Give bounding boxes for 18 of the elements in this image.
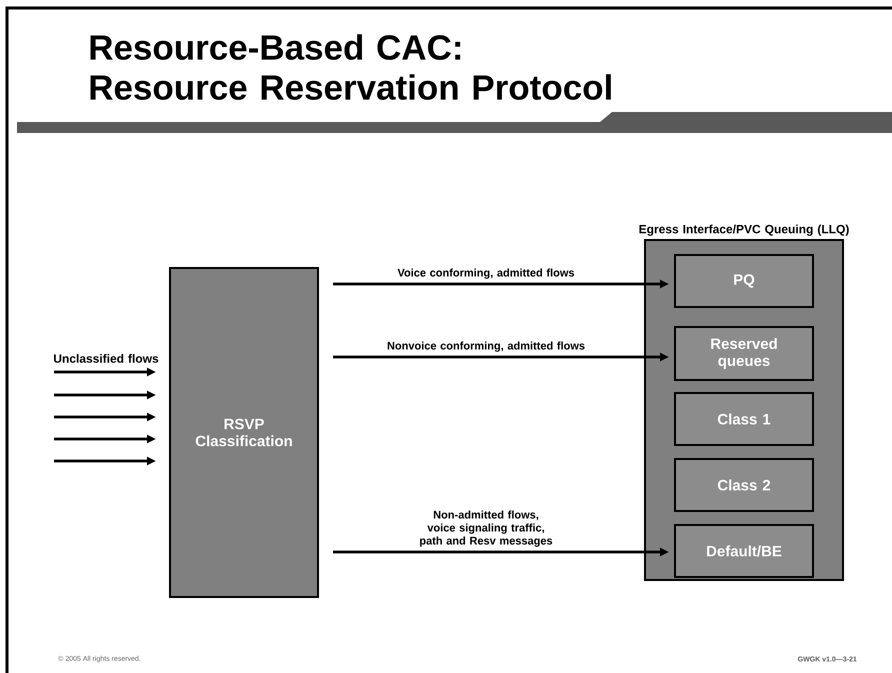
box-heading: Egress Interface/PVC Queuing (LLQ) — [639, 224, 849, 236]
queue-box — [674, 458, 814, 512]
queue-box — [674, 326, 814, 381]
classifier-box — [169, 267, 319, 598]
box-label: Default/BE — [707, 545, 782, 557]
box-label: Class 1 — [718, 414, 770, 424]
box-label: PQ — [734, 274, 754, 288]
edge-label: Voice conforming, admitted flows — [398, 268, 574, 279]
box-label: RSVP Classification — [196, 418, 292, 446]
queue-box — [674, 392, 814, 446]
box-label: Reserved queues — [711, 338, 777, 369]
queue-box — [674, 254, 814, 308]
edge-label: Non-admitted flows, voice signaling traffic, path and Resv messages — [420, 510, 552, 547]
box-label: Class 2 — [718, 480, 770, 490]
queue-box — [674, 524, 814, 578]
edge-label: Nonvoice conforming, admitted flows — [388, 342, 585, 352]
flow-label: Unclassified flows — [54, 354, 158, 363]
slide-title: Resource-Based CAC: Resource Reservation Protocol — [90, 34, 611, 100]
